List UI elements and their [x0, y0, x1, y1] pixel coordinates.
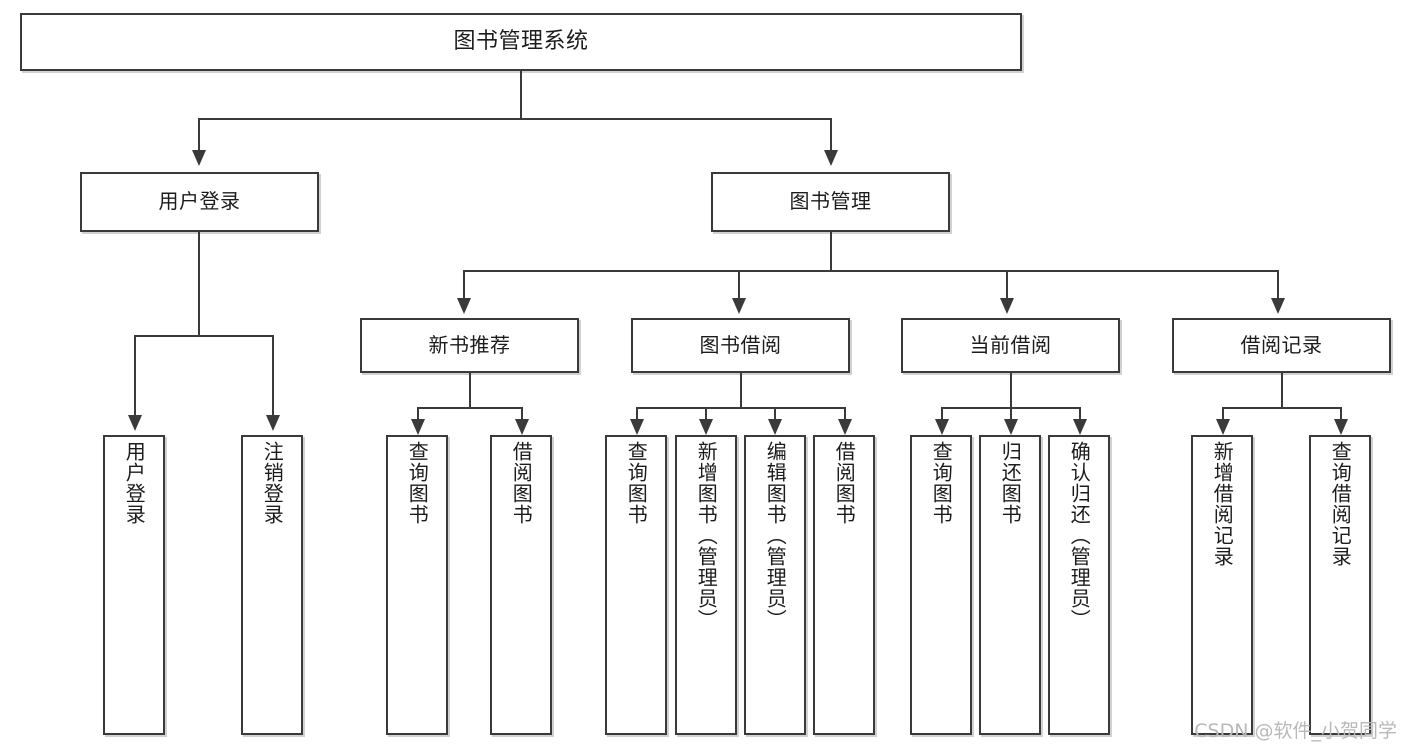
leaf-current-borrow-query[interactable]: 查询图书	[910, 435, 972, 735]
arrowhead-user-login-leaf-2	[266, 415, 280, 431]
arrowhead-book-management-child-3	[1000, 298, 1014, 314]
connector-current-borrow-to-leaf-2	[1010, 407, 1012, 419]
connector-borrow-record-stem	[1281, 373, 1283, 409]
leaf-book-borrow-add[interactable]: 新增图书（管理员）	[675, 435, 737, 735]
node-new-book-recommend[interactable]: 新书推荐	[360, 318, 579, 373]
node-label: 查询借阅记录	[1328, 441, 1353, 567]
node-label: 新增图书（管理员）	[694, 441, 719, 630]
connector-current-borrow-to-leaf-3	[1079, 407, 1081, 419]
arrowhead-current-borrow-leaf-3	[1073, 419, 1087, 435]
leaf-user-login-logout[interactable]: 注销登录	[241, 435, 303, 735]
connector-new-book-to-leaf-2	[521, 407, 523, 419]
arrowhead-book-borrow-leaf-3	[768, 419, 782, 435]
connector-book-management-to-child-2	[738, 270, 740, 298]
arrowhead-user-login-leaf-1	[128, 415, 142, 431]
connector-book-borrow-stem	[740, 373, 742, 409]
node-label: 查询图书	[624, 441, 649, 525]
node-label: 当前借阅	[969, 332, 1052, 357]
arrowhead-root-to-book-manage	[824, 150, 838, 166]
node-label: 图书管理系统	[453, 29, 589, 55]
connector-root-to-user-login	[198, 118, 200, 150]
node-label: 查询图书	[929, 441, 954, 525]
connector-new-book-to-leaf-1	[417, 407, 419, 419]
connector-root-bar	[198, 118, 832, 120]
node-borrow-record[interactable]: 借阅记录	[1172, 318, 1391, 373]
node-book-management[interactable]: 图书管理	[711, 172, 950, 232]
connector-user-login-bar	[134, 335, 274, 337]
connector-user-login-stem	[198, 232, 200, 336]
connector-root-to-book-manage	[830, 118, 832, 150]
connector-book-borrow-bar	[636, 407, 846, 409]
node-label: 新书推荐	[428, 332, 511, 357]
node-label: 注销登录	[260, 441, 285, 525]
node-label: 图书管理	[789, 189, 872, 214]
connector-current-borrow-stem	[1010, 373, 1012, 409]
connector-user-login-to-leaf-1	[134, 335, 136, 415]
connector-borrow-record-bar	[1222, 407, 1342, 409]
leaf-current-borrow-confirm-return[interactable]: 确认归还（管理员）	[1048, 435, 1110, 735]
connector-book-borrow-to-leaf-3	[774, 407, 776, 419]
arrowhead-current-borrow-leaf-2	[1004, 419, 1018, 435]
node-label: 归还图书	[998, 441, 1023, 525]
arrowhead-new-book-leaf-2	[515, 419, 529, 435]
arrowhead-new-book-leaf-1	[411, 419, 425, 435]
connector-book-borrow-to-leaf-1	[636, 407, 638, 419]
node-root-system[interactable]: 图书管理系统	[20, 13, 1022, 71]
arrowhead-book-borrow-leaf-1	[630, 419, 644, 435]
arrowhead-borrow-record-leaf-2	[1334, 419, 1348, 435]
node-book-borrow[interactable]: 图书借阅	[631, 318, 850, 373]
connector-new-book-bar	[417, 407, 523, 409]
arrowhead-book-borrow-leaf-2	[699, 419, 713, 435]
leaf-current-borrow-return[interactable]: 归还图书	[979, 435, 1041, 735]
node-label: 查询图书	[405, 441, 430, 525]
leaf-borrow-record-query[interactable]: 查询借阅记录	[1309, 435, 1371, 735]
arrowhead-book-borrow-leaf-4	[838, 419, 852, 435]
connector-borrow-record-to-leaf-1	[1222, 407, 1224, 419]
connector-current-borrow-to-leaf-1	[941, 407, 943, 419]
leaf-book-borrow-edit[interactable]: 编辑图书（管理员）	[744, 435, 806, 735]
node-label: 用户登录	[122, 441, 147, 525]
arrowhead-book-management-child-4	[1271, 298, 1285, 314]
leaf-book-borrow-query[interactable]: 查询图书	[605, 435, 667, 735]
node-label: 借阅图书	[509, 441, 534, 525]
node-current-borrow[interactable]: 当前借阅	[901, 318, 1120, 373]
leaf-new-book-borrow[interactable]: 借阅图书	[490, 435, 552, 735]
arrowhead-book-management-child-2	[732, 298, 746, 314]
node-label: 图书借阅	[699, 332, 782, 357]
connector-new-book-stem	[469, 373, 471, 409]
node-user-login[interactable]: 用户登录	[80, 172, 319, 232]
connector-root-stem	[520, 71, 522, 119]
connector-book-management-to-child-4	[1277, 270, 1279, 298]
arrowhead-book-management-child-1	[457, 298, 471, 314]
connector-book-borrow-to-leaf-4	[844, 407, 846, 419]
connector-book-management-bar	[463, 270, 1277, 272]
connector-user-login-to-leaf-2	[272, 335, 274, 415]
arrowhead-borrow-record-leaf-1	[1216, 419, 1230, 435]
connector-book-management-to-child-3	[1006, 270, 1008, 298]
node-label: 确认归还（管理员）	[1067, 441, 1092, 630]
leaf-borrow-record-add[interactable]: 新增借阅记录	[1191, 435, 1253, 735]
leaf-new-book-query[interactable]: 查询图书	[386, 435, 448, 735]
connector-book-management-stem	[830, 232, 832, 272]
node-label: 借阅记录	[1240, 332, 1323, 357]
node-label: 用户登录	[158, 189, 241, 214]
connector-book-management-to-child-1	[463, 270, 465, 298]
connector-borrow-record-to-leaf-2	[1340, 407, 1342, 419]
connector-book-borrow-to-leaf-2	[705, 407, 707, 419]
leaf-book-borrow-borrow[interactable]: 借阅图书	[813, 435, 875, 735]
arrowhead-current-borrow-leaf-1	[935, 419, 949, 435]
leaf-user-login-login[interactable]: 用户登录	[103, 435, 165, 735]
node-label: 新增借阅记录	[1210, 441, 1235, 567]
node-label: 借阅图书	[832, 441, 857, 525]
node-label: 编辑图书（管理员）	[763, 441, 788, 630]
arrowhead-root-to-user-login	[192, 150, 206, 166]
